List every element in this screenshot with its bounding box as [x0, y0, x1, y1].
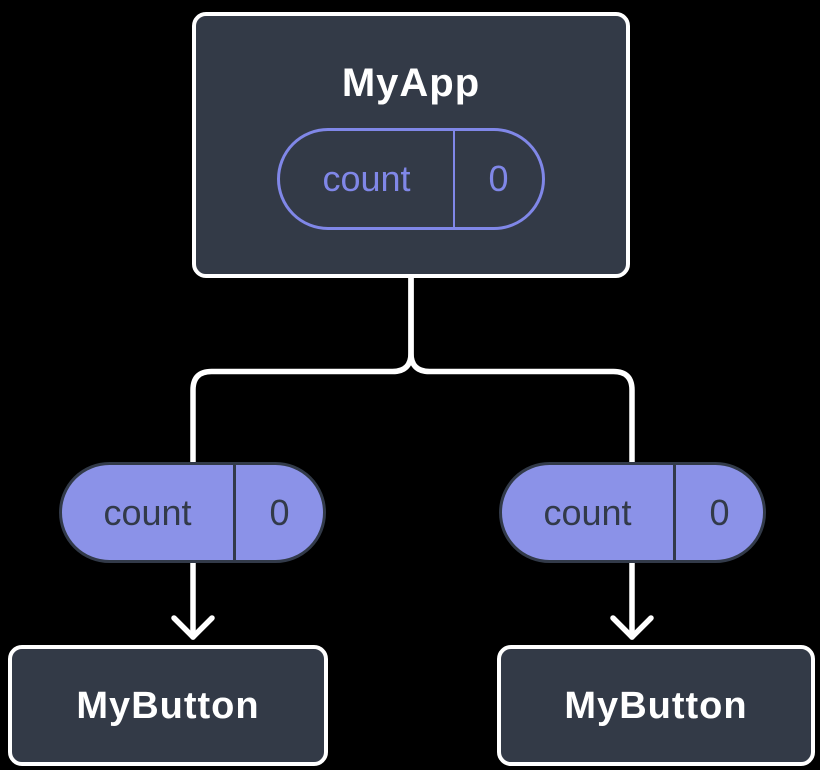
connector-branch-left [190, 272, 414, 640]
arrowhead-left-icon [171, 615, 215, 640]
state-pill-myapp: count 0 [277, 128, 545, 230]
node-mybutton-title: MyButton [564, 684, 748, 727]
connector-branch-right [408, 272, 635, 640]
node-myapp: MyApp count 0 [192, 12, 630, 278]
state-value: 0 [488, 158, 509, 199]
prop-pill-left: count 0 [59, 462, 326, 563]
prop-value: 0 [709, 491, 730, 533]
node-mybutton-right: MyButton [497, 645, 815, 766]
prop-name: count [502, 465, 676, 560]
node-mybutton-left: MyButton [8, 645, 328, 766]
prop-value: 0 [269, 491, 290, 533]
node-myapp-title: MyApp [341, 61, 481, 105]
arrowhead-right-icon [610, 615, 654, 640]
node-mybutton-title: MyButton [76, 684, 260, 727]
prop-name: count [62, 465, 236, 560]
prop-pill-right: count 0 [499, 462, 766, 563]
state-name: count [280, 131, 455, 227]
